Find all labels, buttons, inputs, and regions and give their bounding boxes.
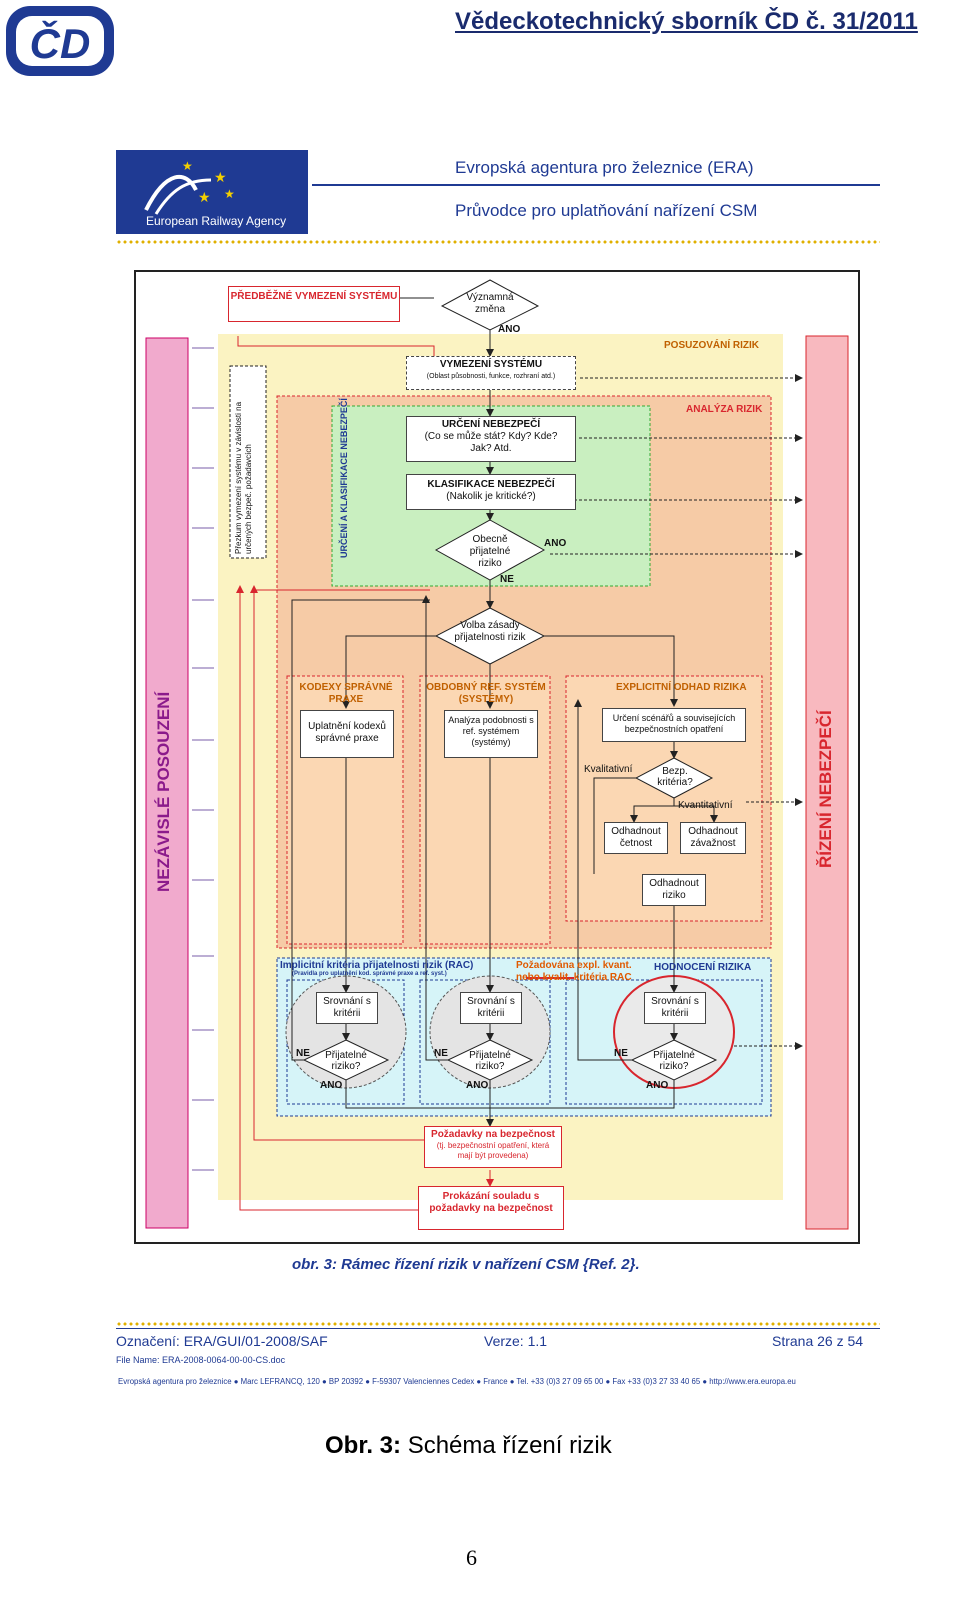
- rizeni-nebezpeci-vertical: ŘÍZENÍ NEBEZPEČÍ: [816, 710, 835, 868]
- srovnani-box-2: Srovnání s kritérii: [460, 992, 522, 1024]
- verze: Verze: 1.1: [484, 1333, 548, 1349]
- prijatelne-1: Přijatelné riziko?: [325, 1050, 367, 1072]
- analyza-podobnosti-box: Analýza podobnosti s ref. systémem (syst…: [444, 710, 538, 758]
- odhadnout-cetnost-text: Odhadnout četnost: [611, 826, 661, 849]
- urceni-sub: (Co se může stát? Kdy? Kde? Jak? Atd.: [424, 431, 558, 454]
- obr-caption-label: Obr. 3:: [325, 1432, 402, 1459]
- vymezeni-sub: (Oblast působnosti, funkce, rozhraní atd…: [426, 373, 556, 380]
- svg-text:★: ★: [198, 189, 211, 205]
- srovnani-text-2: Srovnání s kritérii: [467, 996, 515, 1019]
- klasifikace-box: KLASIFIKACE NEBEZPEČÍ (Nakolik je kritic…: [406, 474, 576, 510]
- kvantitativni-label: Kvantitativní: [678, 800, 733, 811]
- svg-text:★: ★: [214, 169, 227, 185]
- footer-dotted-divider: [116, 1322, 880, 1326]
- obecne-label: Obecně přijatelné riziko: [469, 534, 511, 569]
- ano-label-3: ANO: [646, 1080, 669, 1091]
- era-title: Evropská agentura pro železnice (ERA): [455, 158, 754, 177]
- vyznamna-zmena-label: Významná změna: [466, 292, 514, 315]
- pozadovana-label: Požadována expl. kvant. nebo kvalit. kri…: [516, 960, 632, 983]
- svg-text:★: ★: [224, 187, 235, 201]
- implicitni-sub: (Pravidla pro uplatnění kod. správné pra…: [292, 971, 447, 977]
- oznaceni: Označení: ERA/GUI/01-2008/SAF: [116, 1333, 328, 1349]
- uplatneni-box: Uplatnění kodexů správné praxe: [300, 710, 394, 758]
- prezkum-vertical: Přezkum vymezení systému v závislosti na…: [234, 401, 253, 554]
- implicitni-label: Implicitní kritéria přijatelnosti rizik …: [280, 960, 474, 971]
- divider: [312, 184, 880, 186]
- cd-logo: ČD: [6, 6, 114, 76]
- urceni-title: URČENÍ NEBEZPEČÍ: [441, 419, 541, 430]
- explicitni-label: EXPLICITNÍ ODHAD RIZIKA: [616, 682, 747, 693]
- odhadnout-zavaznost-text: Odhadnout závažnost: [688, 826, 738, 849]
- footer-divider: [116, 1328, 880, 1329]
- ne-label-1: NE: [296, 1048, 310, 1059]
- urceni-scenaru-text: Určení scénářů a souvisejících bezpečnos…: [612, 713, 736, 734]
- nezavisle-posouzeni-vertical: NEZÁVISLÉ POSOUZENÍ: [154, 691, 173, 892]
- ne-obecne-label: NE: [500, 574, 514, 585]
- predbezne-vymezeni-box: PŘEDBĚŽNÉ VYMEZENÍ SYSTÉMU: [228, 286, 400, 322]
- urceni-nebezpeci-box: URČENÍ NEBEZPEČÍ (Co se může stát? Kdy? …: [406, 416, 576, 462]
- urceni-klasifikace-vertical: URČENÍ A KLASIFIKACE NEBEZPEČÍ: [339, 398, 349, 558]
- vymezeni-systemu-box: VYMEZENÍ SYSTÉMU (Oblast působnosti, fun…: [406, 356, 576, 390]
- srovnani-box-3: Srovnání s kritérii: [644, 992, 706, 1024]
- file-name: File Name: ERA-2008-0064-00-00-CS.doc: [116, 1355, 286, 1365]
- vymezeni-title: VYMEZENÍ SYSTÉMU: [439, 359, 543, 370]
- uplatneni-text: Uplatnění kodexů správné praxe: [308, 721, 386, 744]
- odhadnout-riziko-box: Odhadnout riziko: [642, 874, 706, 906]
- prokazani-box: Prokázání souladu s požadavky na bezpečn…: [418, 1186, 564, 1230]
- ne-label-2: NE: [434, 1048, 448, 1059]
- klasifikace-title: KLASIFIKACE NEBEZPEČÍ: [427, 479, 555, 490]
- ano-obecne-label: ANO: [544, 538, 567, 549]
- risk-management-diagram: PŘEDBĚŽNÉ VYMEZENÍ SYSTÉMU Významná změn…: [134, 270, 861, 1245]
- era-logo: ★ ★ ★ ★ European Railway Agency: [116, 150, 308, 234]
- svg-text:ČD: ČD: [30, 19, 91, 67]
- bezp-kriteria-label: Bezp. kritéria?: [657, 766, 693, 788]
- klasifikace-sub: (Nakolik je kritické?): [446, 491, 536, 502]
- ano-label: ANO: [498, 324, 521, 335]
- srovnani-box-1: Srovnání s kritérii: [316, 992, 378, 1024]
- srovnani-text-3: Srovnání s kritérii: [651, 996, 699, 1019]
- prokazani-text: Prokázání souladu s požadavky na bezpečn…: [429, 1191, 553, 1214]
- era-address: Evropská agentura pro železnice ● Marc L…: [118, 1377, 796, 1386]
- srovnani-text-1: Srovnání s kritérii: [323, 996, 371, 1019]
- ano-label-1: ANO: [320, 1080, 343, 1091]
- svg-text:★: ★: [182, 159, 193, 173]
- hodnoceni-label: HODNOCENÍ RIZIKA: [654, 962, 752, 973]
- page-number: 6: [466, 1545, 477, 1570]
- kodexy-label: KODEXY SPRÁVNÉ PRAXE: [299, 682, 393, 705]
- ano-label-2: ANO: [466, 1080, 489, 1091]
- obr-caption: Obr. 3: Schéma řízení rizik: [325, 1432, 612, 1460]
- era-subtitle: Průvodce pro uplatňování nařízení CSM: [455, 201, 758, 220]
- obdobny-label: OBDOBNÝ REF. SYSTÉM (SYSTÉMY): [426, 682, 546, 705]
- pozadavky-box: Požadavky na bezpečnost (tj. bezpečnostn…: [424, 1126, 562, 1168]
- analyza-podobnosti-text: Analýza podobnosti s ref. systémem (syst…: [448, 715, 534, 747]
- ne-label-3: NE: [614, 1048, 628, 1059]
- stars-icon: ★ ★ ★ ★: [144, 159, 235, 215]
- journal-title: Vědeckotechnický sborník ČD č. 31/2011: [455, 8, 918, 35]
- diagram-frame: [134, 270, 860, 1244]
- odhadnout-riziko-text: Odhadnout riziko: [649, 878, 699, 901]
- strana: Strana 26 z 54: [772, 1333, 864, 1349]
- volba-label: Volba zásady přijatelnosti rizik: [454, 620, 526, 643]
- odhadnout-zavaznost-box: Odhadnout závažnost: [680, 822, 746, 854]
- obr-caption-text: Schéma řízení rizik: [401, 1432, 612, 1459]
- odhadnout-cetnost-box: Odhadnout četnost: [604, 822, 668, 854]
- kvalitativni-label: Kvalitativní: [584, 764, 633, 775]
- urceni-scenaru-box: Určení scénářů a souvisejících bezpečnos…: [602, 708, 746, 742]
- pozadavky-title: Požadavky na bezpečnost: [431, 1129, 555, 1140]
- figure-caption: obr. 3: Rámec řízení rizik v nařízení CS…: [292, 1256, 640, 1273]
- pozadavky-sub: (tj. bezpečnostní opatření, která mají b…: [436, 1141, 550, 1160]
- posuzovani-rizik-label: POSUZOVÁNÍ RIZIK: [664, 340, 760, 351]
- dotted-divider: [116, 240, 880, 244]
- analyza-rizik-label: ANALÝZA RIZIK: [686, 404, 763, 415]
- prijatelne-3: Přijatelné riziko?: [653, 1050, 695, 1072]
- era-logo-label: European Railway Agency: [146, 214, 287, 228]
- prijatelne-2: Přijatelné riziko?: [469, 1050, 511, 1072]
